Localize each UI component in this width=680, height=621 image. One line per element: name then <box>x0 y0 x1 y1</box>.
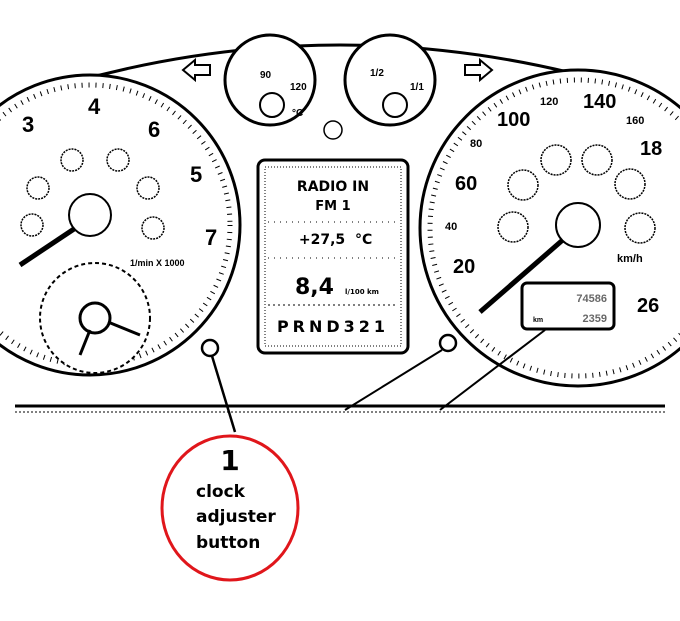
fuel-label-half: 1/2 <box>370 68 384 79</box>
tach-label-6: 6 <box>148 117 160 142</box>
tach-label-4: 4 <box>88 94 101 119</box>
turn-left-arrow-icon <box>181 57 211 83</box>
annotation-leader-line <box>210 355 237 433</box>
tachometer: 3 4 6 5 7 1/min X 1000 <box>0 73 242 377</box>
leader-line <box>344 349 443 411</box>
callout-text-line1: clock <box>196 482 246 502</box>
display-consumption: 8,4 <box>295 275 334 300</box>
temp-unit: °C <box>292 108 303 119</box>
tach-unit: 1/min X 1000 <box>130 258 185 268</box>
speed-label-180: 18 <box>640 138 662 160</box>
warning-lamp-icons <box>20 148 165 240</box>
display-consumption-unit: l/100 km <box>345 288 379 296</box>
display-temperature: +27,5 <box>299 232 345 248</box>
speed-label-80: 80 <box>470 138 482 150</box>
display-gear-indicator: PRND321 <box>277 317 389 336</box>
callout-text-line2: adjuster <box>196 507 276 527</box>
tach-needle <box>18 222 82 268</box>
red-callout-circle <box>160 434 300 582</box>
leader-line <box>439 329 546 411</box>
display-radio-in: RADIO IN <box>297 179 369 195</box>
tach-label-7: 7 <box>205 225 217 250</box>
speed-unit: km/h <box>617 253 643 265</box>
coolant-temperature-gauge: 90 120 °C <box>223 33 317 127</box>
odometer-trip: 2359 <box>583 313 607 325</box>
speed-label-40: 40 <box>445 221 457 233</box>
odometer-total: 74586 <box>576 293 607 305</box>
fuel-label-full: 1/1 <box>410 82 424 93</box>
odometer-display <box>520 281 616 331</box>
display-fm: FM 1 <box>315 199 350 214</box>
display-temp-unit: °C <box>355 232 372 248</box>
tach-hub <box>68 193 112 237</box>
speed-label-160: 160 <box>626 115 644 127</box>
clock-adjuster-button[interactable] <box>200 338 220 358</box>
turn-right-arrow-icon <box>464 57 494 83</box>
speed-label-260: 26 <box>637 295 659 317</box>
callout-text-line3: button <box>196 533 260 553</box>
temp-label-90: 90 <box>260 70 272 81</box>
speed-needle <box>478 236 567 314</box>
center-display: RADIO IN FM 1 +27,5 °C 8,4 l/100 km PRND… <box>256 158 410 355</box>
odometer-unit: km <box>533 317 543 324</box>
speed-label-20: 20 <box>453 256 475 278</box>
speed-label-120: 120 <box>540 96 558 108</box>
tach-label-3: 3 <box>22 112 34 137</box>
speed-label-140: 140 <box>583 91 616 113</box>
warning-lamp-icons <box>497 144 656 244</box>
callout-number: 1 <box>220 444 239 477</box>
clock-adjuster-callout: 1 clock adjuster button <box>160 434 300 582</box>
fuel-gauge: 1/2 1/1 <box>343 33 437 127</box>
speed-hub <box>555 202 601 248</box>
speed-label-60: 60 <box>455 173 477 195</box>
speed-label-100: 100 <box>497 109 530 131</box>
trip-reset-button[interactable] <box>438 333 458 353</box>
speedometer: 20 40 60 80 100 120 140 160 18 26 km/h 7… <box>418 68 680 388</box>
tach-label-5: 5 <box>190 162 202 187</box>
temp-label-120: 120 <box>290 82 307 93</box>
warning-lamp-icon <box>323 120 343 140</box>
